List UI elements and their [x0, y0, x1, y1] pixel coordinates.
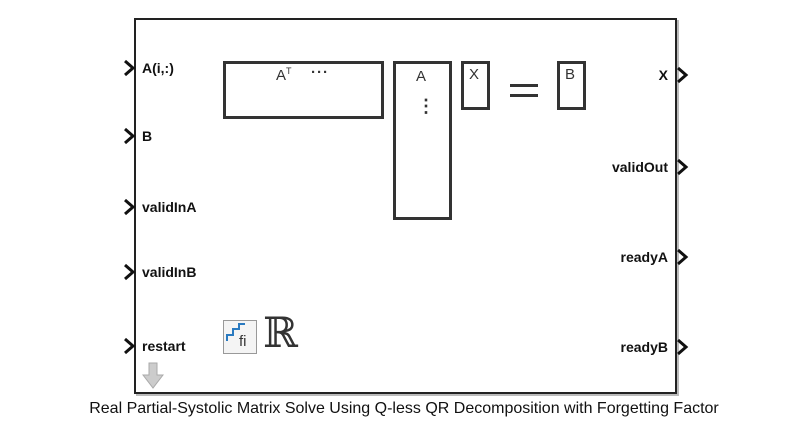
down-arrow-icon[interactable] [142, 362, 164, 389]
output-port-arrow-icon[interactable] [675, 248, 689, 266]
matrix-a-label: A [416, 68, 427, 85]
input-port-label-b: B [142, 128, 153, 144]
input-port-label-validina: validInA [142, 199, 197, 215]
matrix-x-label: X [469, 66, 480, 83]
vdots: ⋮ [417, 96, 435, 116]
output-port-label-readyb: readyB [620, 339, 668, 355]
output-port-arrow-icon[interactable] [675, 338, 689, 356]
matrix-x-box [461, 61, 490, 110]
matrix-b-label: B [565, 66, 576, 83]
fixed-point-icon: fi [223, 320, 257, 354]
output-port-arrow-icon[interactable] [675, 66, 689, 84]
input-port-arrow-icon[interactable] [122, 59, 136, 77]
input-port-arrow-icon[interactable] [122, 127, 136, 145]
real-numbers-icon: ℝ [263, 308, 298, 357]
block-caption: Real Partial-Systolic Matrix Solve Using… [89, 400, 719, 417]
equals-sign-icon [510, 84, 538, 87]
matrix-a-box [393, 61, 452, 220]
output-port-label-validout: validOut [611, 159, 668, 175]
output-port-arrow-icon[interactable] [675, 158, 689, 176]
hdots: ··· [311, 64, 329, 81]
output-port-label-x: X [658, 67, 668, 83]
matrix-at-label: AT [276, 66, 292, 84]
input-port-arrow-icon[interactable] [122, 198, 136, 216]
input-port-label-restart: restart [142, 338, 186, 354]
matrix-b-box [557, 61, 586, 110]
input-port-label-validinb: validInB [142, 264, 197, 280]
matrix-at-box [223, 61, 384, 119]
equals-sign-icon [510, 94, 538, 97]
input-port-arrow-icon[interactable] [122, 263, 136, 281]
input-port-label-a: A(i,:) [142, 60, 174, 76]
input-port-arrow-icon[interactable] [122, 337, 136, 355]
output-port-label-readya: readyA [620, 249, 668, 265]
